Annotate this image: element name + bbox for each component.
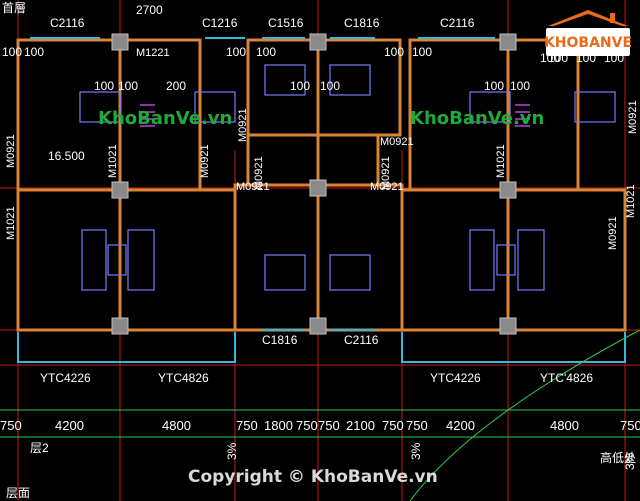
khobanve-logo: KHOBANVE: [544, 10, 632, 56]
top-dim-label: 100: [384, 45, 404, 59]
window-label: C1816: [344, 16, 380, 30]
door-label: M1021: [107, 144, 119, 178]
top-dim-label: 100: [412, 45, 432, 59]
top-dim-label: 100: [24, 45, 44, 59]
balcony-label: YTC'4826: [540, 371, 593, 385]
bottom-dim: 1800: [264, 418, 293, 433]
bottom-dim: 4200: [446, 418, 475, 433]
top-dim-label: 200: [166, 79, 186, 93]
window-label: C2116: [344, 333, 379, 347]
balcony-label: YTC4226: [430, 371, 481, 385]
bottom-dim: 4200: [55, 418, 84, 433]
logo-text: KHOBANVE: [544, 35, 632, 51]
floor-note: 层面: [6, 486, 30, 500]
door-label: M0921: [607, 216, 619, 250]
slope-label: 3%: [225, 442, 239, 460]
windows: [17, 37, 626, 363]
watermark-left: KhoBanVe.vn: [98, 108, 232, 129]
balcony-label: YTC4226: [40, 371, 91, 385]
slope-label: 3%: [623, 452, 637, 470]
bottom-dim: 750: [236, 418, 258, 433]
bottom-dim: 750: [296, 418, 318, 433]
copyright-text: Copyright © KhoBanVe.vn: [188, 467, 438, 487]
top-dim-label: 100: [320, 79, 340, 93]
top-dim-label: 100: [290, 79, 310, 93]
window-label: C1216: [202, 16, 238, 30]
top-dim-label: 100: [226, 45, 246, 59]
door-label: M0921: [380, 136, 414, 148]
dimension-lines: [0, 329, 640, 501]
top-dim-label: 100: [94, 79, 114, 93]
bottom-dim: 750: [318, 418, 340, 433]
floor-note: 层2: [30, 441, 49, 455]
door-label: M1021: [5, 206, 17, 240]
bottom-dim: 2100: [346, 418, 375, 433]
top-left-text: 首層: [2, 1, 26, 15]
elevation-label: 16.500: [48, 149, 85, 163]
watermark-right: KhoBanVe.vn: [410, 108, 544, 129]
bottom-dim: 750: [620, 418, 640, 433]
balcony-label: YTC4826: [158, 371, 209, 385]
right-note: 高低处: [600, 450, 636, 465]
top-dim-label: 100: [2, 45, 22, 59]
top-dim-label: 100: [484, 79, 504, 93]
bottom-dim: 750: [0, 418, 22, 433]
columns: [111, 33, 517, 335]
window-label: C2116: [440, 16, 475, 30]
door-label: M0921: [253, 156, 265, 190]
door-label: M0921: [370, 181, 404, 193]
top-dim-label: 100: [510, 79, 530, 93]
top-dim-label: 100: [256, 45, 276, 59]
window-label: C1516: [268, 16, 304, 30]
door-label: M1021: [495, 144, 507, 178]
window-label: C1816: [262, 333, 298, 347]
window-label: C2116: [50, 16, 85, 30]
bottom-dim: 750: [406, 418, 428, 433]
door-label: M0921: [237, 108, 249, 142]
top-dim-label: 100: [118, 79, 138, 93]
door-label: M1021: [625, 184, 637, 218]
bottom-dim: 4800: [162, 418, 191, 433]
door-label: M0921: [380, 156, 392, 190]
slope-label: 3%: [409, 442, 423, 460]
door-label: M0921: [627, 100, 639, 134]
door-label: M0921: [199, 144, 211, 178]
top-dim-label: 2700: [136, 3, 163, 17]
door-label: M0921: [236, 181, 270, 193]
bottom-dim: 750: [382, 418, 404, 433]
bottom-dim: 4800: [550, 418, 579, 433]
door-label: M1221: [136, 47, 170, 59]
door-label: M0921: [5, 134, 17, 168]
furniture: [79, 64, 616, 291]
stair-marks: [140, 104, 530, 127]
